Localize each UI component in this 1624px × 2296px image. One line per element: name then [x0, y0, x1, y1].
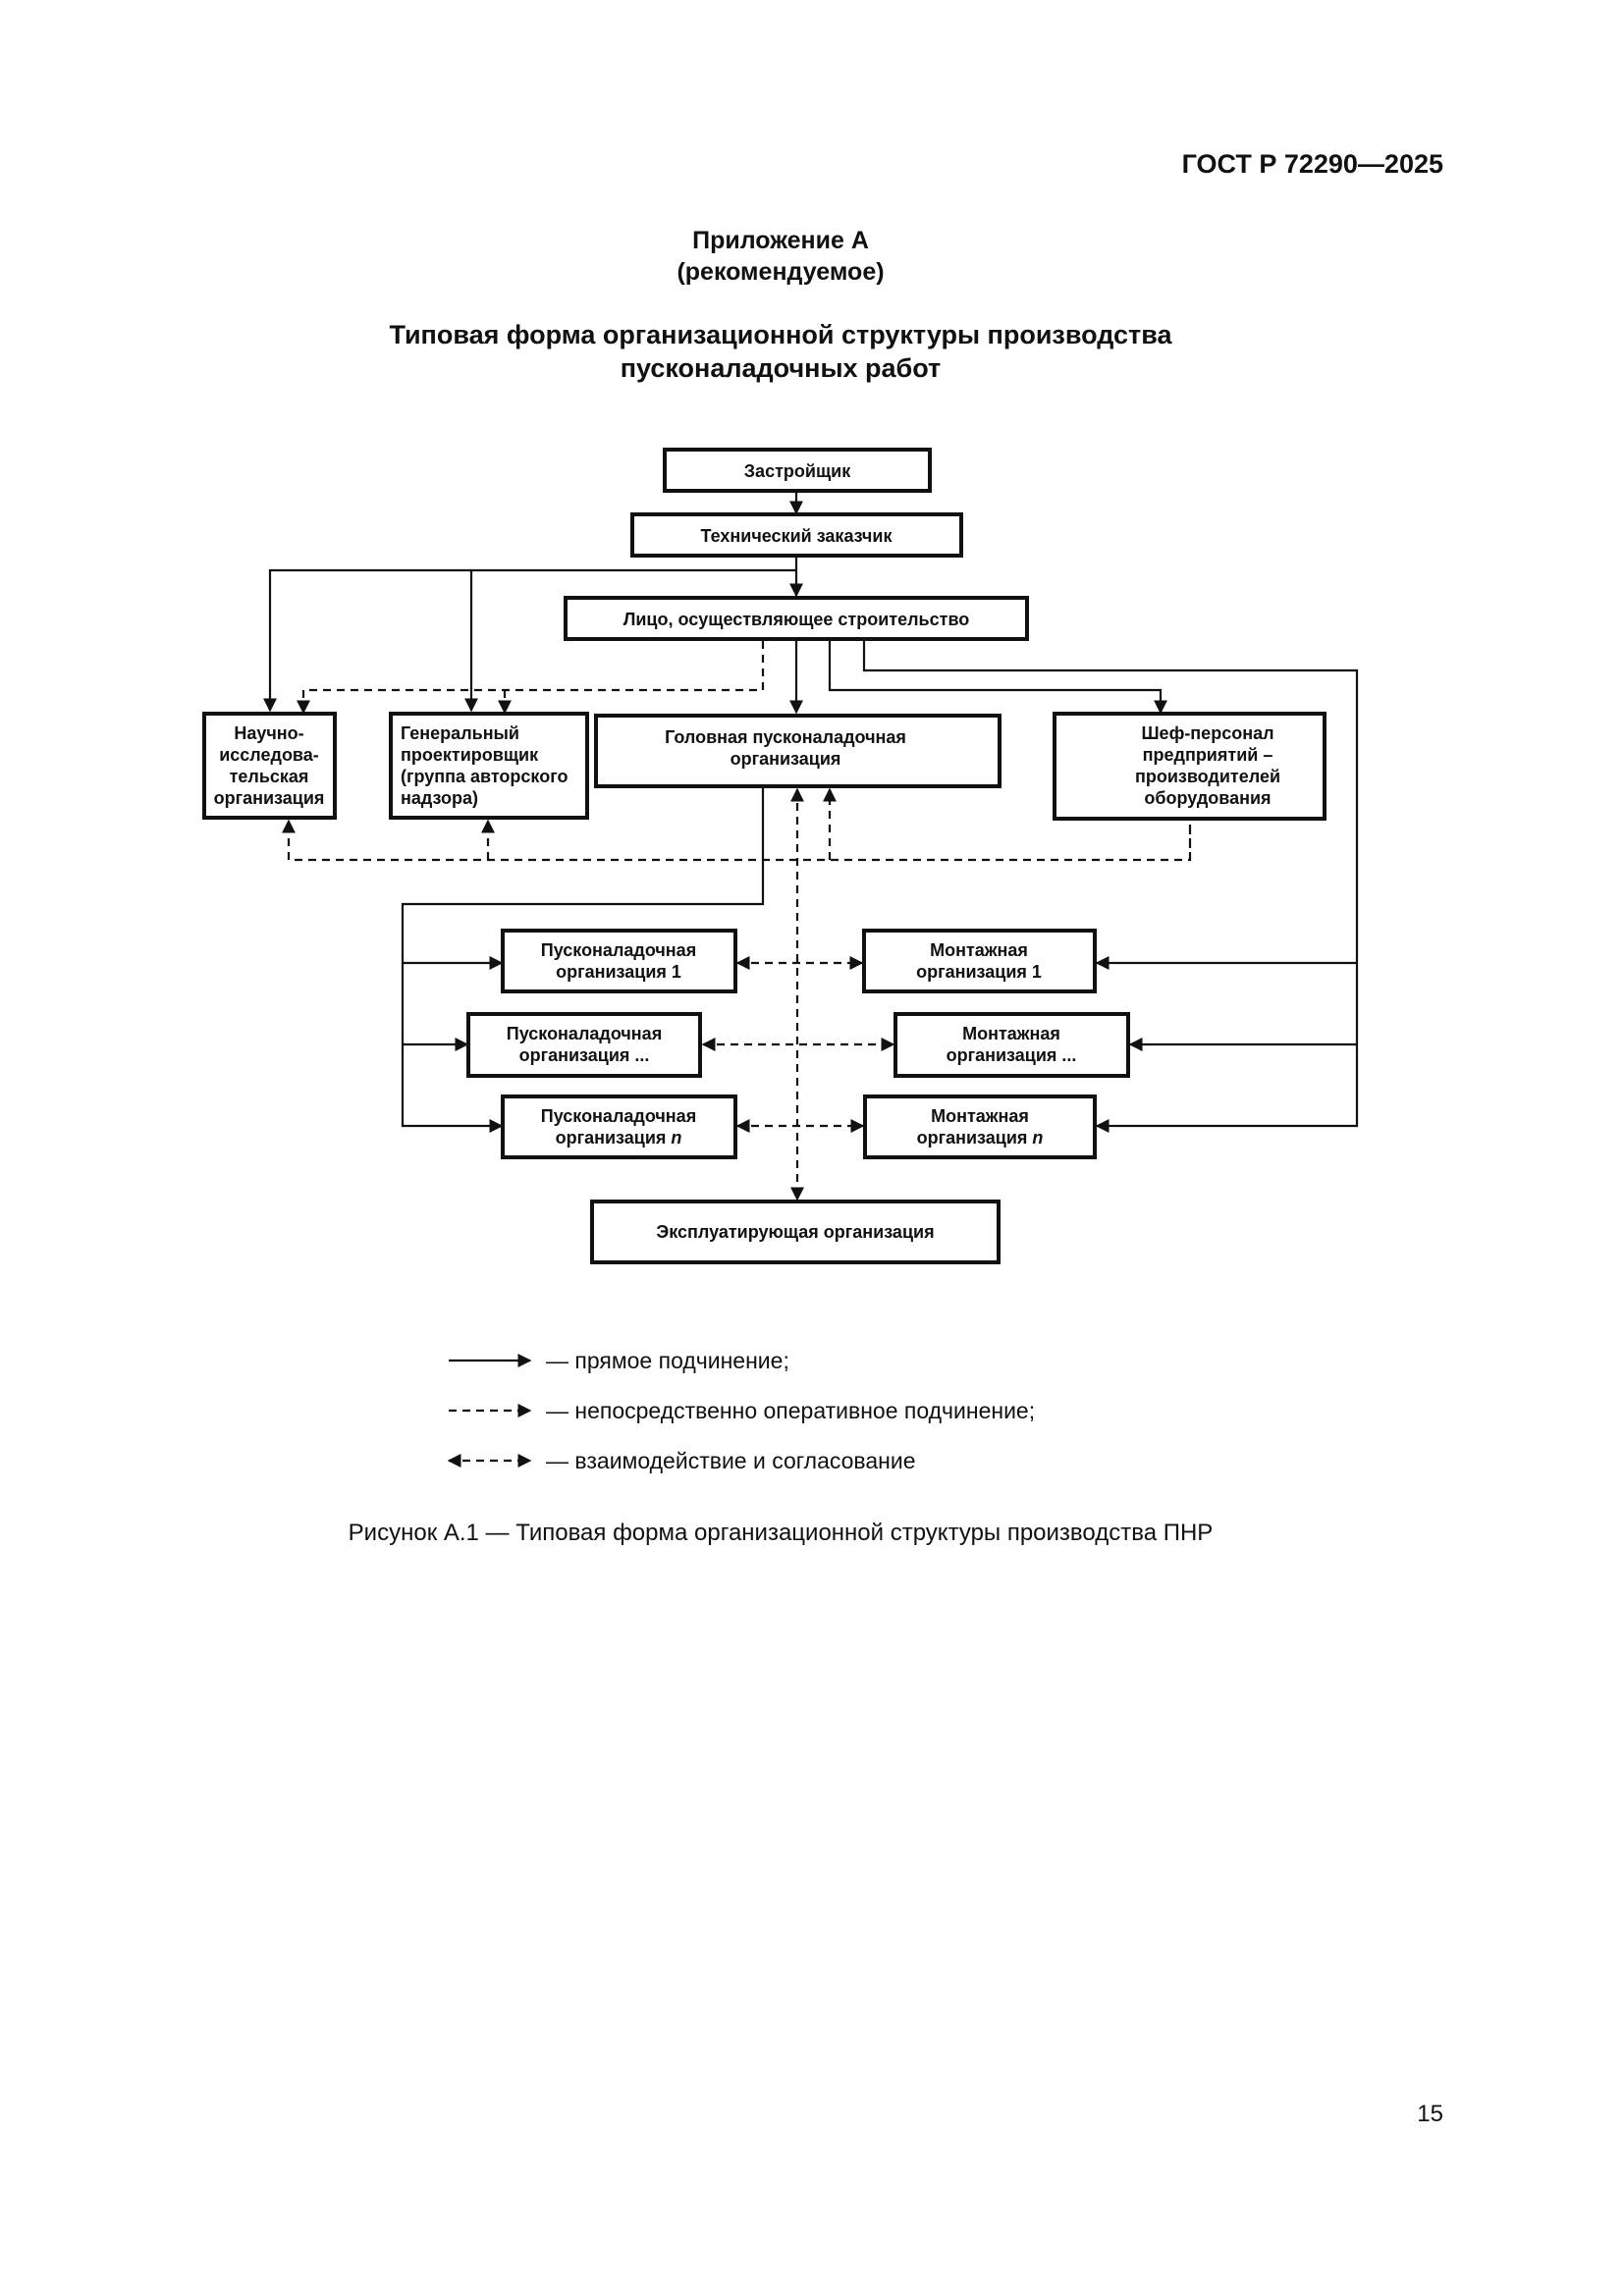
designer-line-3: (группа авторского: [401, 767, 568, 786]
comm1-line-2: организация 1: [556, 962, 681, 982]
chef-line-3: производителей: [1135, 767, 1280, 786]
page-number: 15: [1417, 2101, 1443, 2127]
node-commissioning-org-1: Пусконаладочная организация 1: [501, 929, 737, 993]
commn-line-1: Пусконаладочная: [541, 1106, 696, 1126]
node-operating-org-label: Эксплуатирующая организация: [656, 1222, 934, 1242]
legend-interaction-label: — взаимодействие и согласование: [546, 1448, 916, 1473]
node-commissioning-org-m: Пусконаладочная организация ...: [466, 1012, 702, 1078]
asm1-line-1: Монтажная: [930, 940, 1028, 960]
asmn-line-1: Монтажная: [931, 1106, 1029, 1126]
operational-connectors: [282, 641, 1192, 862]
node-assembly-org-n: Монтажная организация n: [863, 1095, 1097, 1159]
appendix-label: Приложение А: [692, 227, 869, 254]
appendix-status: (рекомендуемое): [677, 258, 885, 286]
interaction-connectors: [701, 787, 895, 1201]
commn-line-2: организация n: [556, 1128, 682, 1148]
node-technical-customer-label: Технический заказчик: [701, 526, 893, 546]
node-operating-org: Эксплуатирующая организация: [590, 1200, 1001, 1264]
legend-direct-label: — прямое подчинение;: [546, 1348, 789, 1373]
legend: — прямое подчинение; — непосредственно о…: [447, 1348, 1035, 1473]
asmm-line-2: организация ...: [947, 1045, 1077, 1065]
designer-line-1: Генеральный: [401, 723, 519, 743]
legend-interaction: — взаимодействие и согласование: [447, 1448, 916, 1473]
research-line-3: тельская: [230, 767, 309, 786]
page-title-line-1: Типовая форма организационной структуры …: [389, 320, 1172, 349]
chef-line-4: оборудования: [1144, 788, 1271, 808]
head-org-line-2: организация: [731, 749, 841, 769]
node-assembly-org-1: Монтажная организация 1: [862, 929, 1097, 993]
legend-operational: — непосредственно оперативное подчинение…: [449, 1398, 1035, 1423]
node-head-commissioning-org: Головная пусконаладочная организация: [594, 714, 1001, 788]
research-line-1: Научно-: [234, 723, 303, 743]
asm1-line-2: организация 1: [916, 962, 1042, 982]
direct-connectors: [263, 485, 1359, 1133]
designer-line-2: проектировщик: [401, 745, 539, 765]
page-title-line-2: пусконаладочных работ: [620, 353, 942, 383]
asmm-line-1: Монтажная: [962, 1024, 1060, 1043]
asmn-line-2: организация n: [917, 1128, 1044, 1148]
comm1-line-1: Пусконаладочная: [541, 940, 696, 960]
node-technical-customer: Технический заказчик: [630, 512, 963, 558]
node-commissioning-org-n: Пусконаладочная организация n: [501, 1095, 737, 1159]
designer-line-4: надзора): [401, 788, 478, 808]
node-general-designer: Генеральный проектировщик (группа авторс…: [389, 712, 589, 820]
figure-caption: Рисунок А.1 — Типовая форма организацион…: [348, 1520, 1214, 1546]
node-chef-personnel: Шеф-персонал предприятий – производителе…: [1053, 712, 1326, 821]
standard-designation: ГОСТ Р 72290—2025: [1181, 149, 1443, 179]
node-developer-label: Застройщик: [744, 461, 851, 481]
legend-direct: — прямое подчинение;: [449, 1348, 789, 1373]
head-org-line-1: Головная пусконаладочная: [665, 727, 906, 747]
chef-line-1: Шеф-персонал: [1141, 723, 1273, 743]
node-builder-label: Лицо, осуществляющее строительство: [623, 610, 970, 629]
chef-line-2: предприятий –: [1143, 745, 1273, 765]
node-developer: Застройщик: [663, 448, 932, 493]
node-builder: Лицо, осуществляющее строительство: [564, 596, 1029, 641]
commm-line-1: Пусконаладочная: [507, 1024, 662, 1043]
commm-line-2: организация ...: [519, 1045, 650, 1065]
research-line-4: организация: [214, 788, 325, 808]
research-line-2: исследова-: [219, 745, 319, 765]
node-research-org: Научно- исследова- тельская организация: [202, 712, 337, 820]
node-assembly-org-m: Монтажная организация ...: [893, 1012, 1130, 1078]
legend-operational-label: — непосредственно оперативное подчинение…: [546, 1398, 1035, 1423]
